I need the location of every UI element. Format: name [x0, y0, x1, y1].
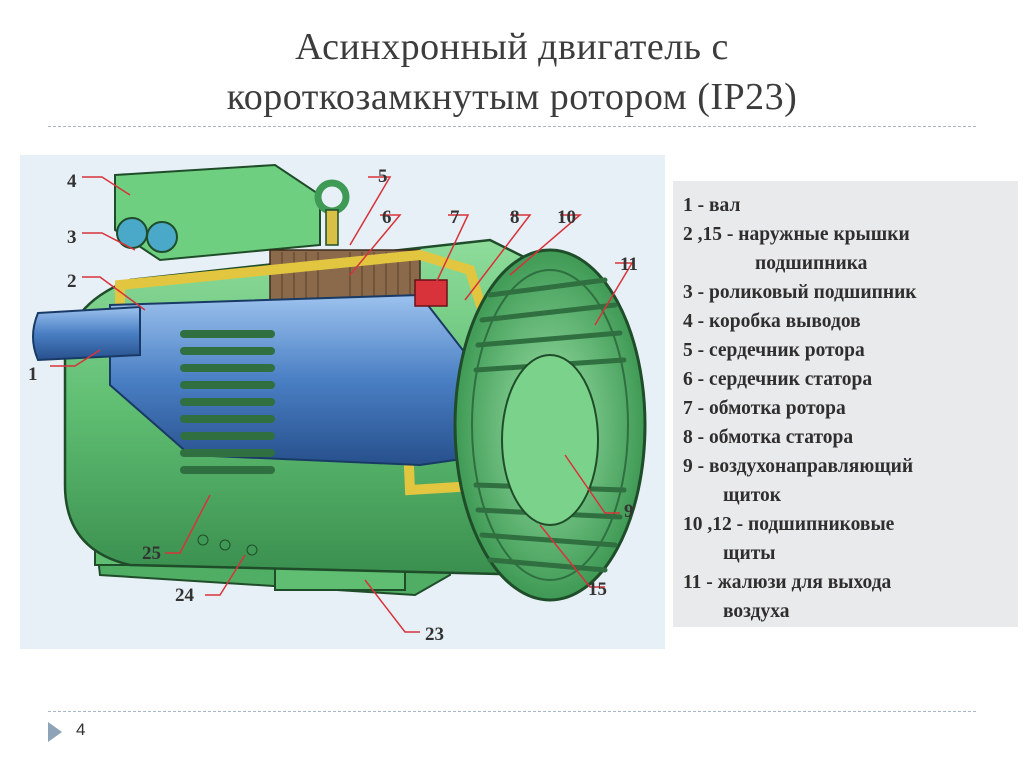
- body-vent-slots: [180, 330, 275, 474]
- winding-end: [414, 279, 448, 307]
- bolt-3: [246, 544, 258, 556]
- cable-gland-2: [146, 221, 178, 253]
- legend-item-6: 6 - сердечник статора: [683, 369, 873, 390]
- title-line-2: короткозамкнутым ротором (IP23): [226, 76, 798, 118]
- motor-drawing: 1 2 3 4 5 6 7 8 10 11 9 15 23 24 25: [28, 163, 647, 645]
- callout-4: 4: [67, 171, 77, 192]
- bolt-2: [219, 539, 231, 551]
- title-line-1: Асинхронный двигатель с: [295, 26, 729, 68]
- callout-5: 5: [378, 166, 388, 187]
- callout-25: 25: [142, 543, 161, 564]
- legend-item-3: 3 - роликовый подшипник: [683, 282, 917, 303]
- motor-cutaway-illustration: 1 2 3 4 5 6 7 8 10 11 9 15 23 24 25: [20, 155, 665, 649]
- legend-item-4: 4 - коробка выводов: [683, 311, 861, 332]
- callout-2: 2: [67, 271, 77, 292]
- callout-3: 3: [67, 227, 77, 248]
- air-guide-shield: [501, 354, 599, 526]
- legend-item-5: 5 - сердечник ротора: [683, 340, 865, 361]
- callout-6: 6: [382, 207, 392, 228]
- footer-divider: [48, 711, 976, 712]
- shaft: [32, 305, 141, 362]
- callout-15: 15: [588, 579, 607, 600]
- slide-bullet-arrow-icon: [48, 722, 62, 742]
- legend-item-8: 8 - обмотка статора: [683, 427, 854, 448]
- callout-7: 7: [450, 207, 460, 228]
- legend-item-7: 7 - обмотка ротора: [683, 398, 846, 419]
- callout-9: 9: [624, 501, 634, 522]
- lifting-eye: [314, 179, 350, 215]
- slide-title: Асинхронный двигатель с короткозамкнутым…: [0, 22, 1024, 122]
- callout-1: 1: [28, 364, 38, 385]
- bolt-1: [197, 534, 209, 546]
- title-divider: [48, 126, 976, 127]
- callout-24: 24: [175, 585, 195, 606]
- terminal-box: [114, 163, 321, 262]
- callout-23: 23: [425, 624, 444, 645]
- callout-11: 11: [620, 254, 638, 275]
- slide-number: 4: [76, 720, 86, 739]
- callout-8: 8: [510, 207, 520, 228]
- callout-10: 10: [557, 207, 576, 228]
- legend-item-1: 1 - вал: [683, 195, 741, 216]
